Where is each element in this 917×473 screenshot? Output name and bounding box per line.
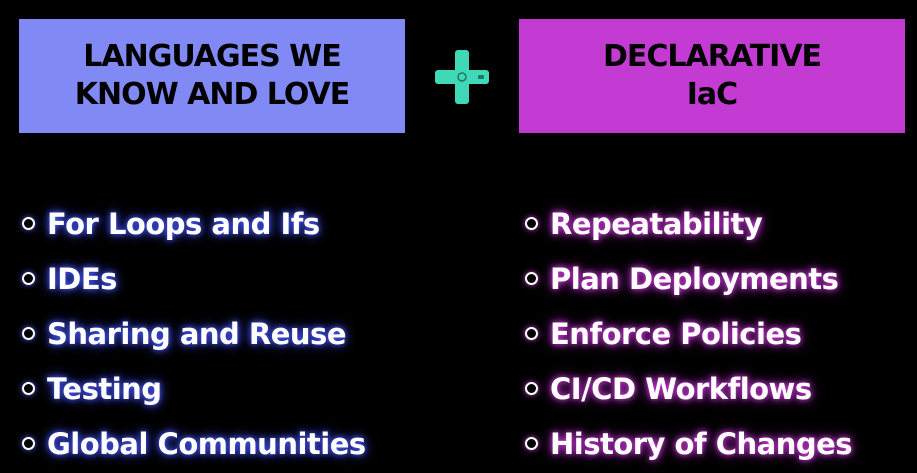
declarative-iac-benefits-list: Repeatability Plan Deployments Enforce P… bbox=[525, 196, 853, 471]
right-box-title-line-2: IaC bbox=[686, 77, 738, 112]
left-box-title-line-2: KNOW AND LOVE bbox=[74, 77, 351, 112]
list-item: IDEs bbox=[22, 251, 366, 306]
right-box-title-line-1: DECLARATIVE bbox=[602, 39, 822, 74]
bullet-circle-icon bbox=[525, 217, 538, 230]
list-item: Enforce Policies bbox=[525, 306, 852, 361]
list-item-label: Testing bbox=[47, 371, 162, 406]
list-item: Sharing and Reuse bbox=[22, 306, 366, 361]
list-item: Testing bbox=[22, 361, 366, 416]
bullet-circle-icon bbox=[22, 437, 35, 450]
list-item-label: For Loops and Ifs bbox=[47, 206, 320, 241]
list-item-label: CI/CD Workflows bbox=[550, 371, 812, 406]
bullet-circle-icon bbox=[22, 272, 35, 285]
list-item: For Loops and Ifs bbox=[22, 196, 366, 251]
bullet-circle-icon bbox=[525, 382, 538, 395]
list-item: CI/CD Workflows bbox=[525, 361, 852, 416]
list-item-label: Sharing and Reuse bbox=[47, 316, 347, 351]
list-item: Global Communities bbox=[22, 416, 366, 471]
list-item: History of Changes bbox=[525, 416, 853, 471]
declarative-iac-box: DECLARATIVE IaC bbox=[519, 19, 905, 133]
list-item: Repeatability bbox=[525, 196, 852, 251]
bullet-circle-icon bbox=[22, 217, 35, 230]
bullet-circle-icon bbox=[525, 272, 538, 285]
list-item: Plan Deployments bbox=[525, 251, 852, 306]
bullet-circle-icon bbox=[22, 382, 35, 395]
bullet-circle-icon bbox=[22, 327, 35, 340]
list-item-label: Plan Deployments bbox=[550, 261, 839, 296]
languages-we-know-and-love-box: LANGUAGES WE KNOW AND LOVE bbox=[19, 19, 405, 133]
plus-icon bbox=[435, 50, 489, 104]
list-item-label: History of Changes bbox=[550, 426, 853, 461]
bullet-circle-icon bbox=[525, 327, 538, 340]
list-item-label: Global Communities bbox=[47, 426, 366, 461]
bullet-circle-icon bbox=[525, 437, 538, 450]
languages-benefits-list: For Loops and Ifs IDEs Sharing and Reuse… bbox=[22, 196, 366, 471]
list-item-label: IDEs bbox=[47, 261, 117, 296]
left-box-title-line-1: LANGUAGES WE bbox=[83, 39, 341, 74]
list-item-label: Enforce Policies bbox=[550, 316, 802, 351]
list-item-label: Repeatability bbox=[550, 206, 763, 241]
